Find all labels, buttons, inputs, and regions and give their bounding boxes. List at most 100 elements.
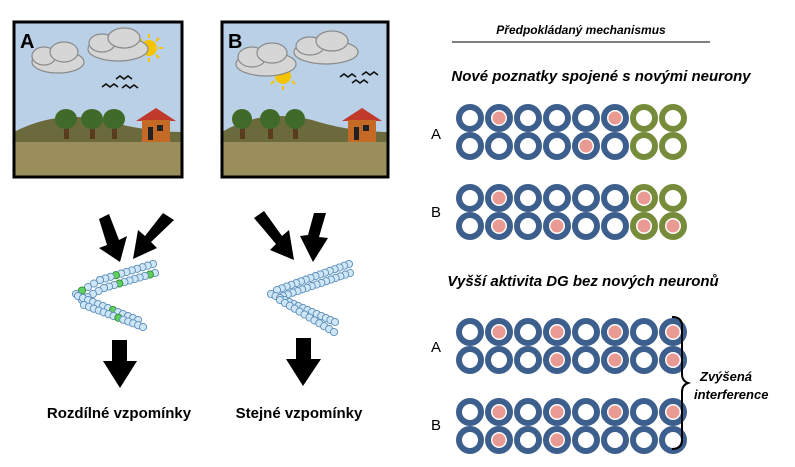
row-label-b2: B	[431, 417, 441, 434]
section-title-no-new-neurons: Vyšší aktivita DG bez nových neuronů	[447, 273, 718, 290]
row-label-a1: A	[431, 126, 441, 143]
dentate-gyrus-chain-left	[71, 259, 160, 332]
active-neuron-marker	[492, 111, 506, 125]
neuron	[543, 132, 571, 160]
active-neuron-marker	[666, 353, 680, 367]
new-neuron	[659, 184, 687, 212]
arrow-down-icon	[133, 213, 174, 259]
section-title-new-neurons: Nové poznatky spojené s novými neurony	[451, 68, 751, 85]
neuron	[514, 426, 542, 454]
cloud-icon	[293, 30, 359, 65]
neuron	[456, 132, 484, 160]
cloud-icon	[87, 27, 149, 62]
active-neuron-marker	[608, 405, 622, 419]
neuron	[601, 426, 629, 454]
neuron	[572, 346, 600, 374]
arrow-down-icon	[254, 211, 294, 260]
neuron	[543, 184, 571, 212]
neuron	[572, 184, 600, 212]
row-label-b1: B	[431, 204, 441, 221]
active-neuron-marker	[637, 191, 651, 205]
neuron	[456, 104, 484, 132]
bracket-label-line2: interference	[694, 387, 768, 402]
cloud-icon	[235, 42, 297, 77]
neuron	[572, 212, 600, 240]
neuron	[456, 318, 484, 346]
neuron	[659, 426, 687, 454]
active-neuron-marker	[550, 405, 564, 419]
new-neuron	[630, 132, 658, 160]
bracket-label-line1: Zvýšená	[699, 369, 752, 384]
interference-bracket	[671, 316, 692, 450]
neuron	[456, 426, 484, 454]
neuron	[572, 318, 600, 346]
neuron	[630, 426, 658, 454]
active-neuron-marker	[666, 405, 680, 419]
arrow-down-icon	[300, 213, 328, 262]
active-neuron-marker	[550, 325, 564, 339]
granule-cell	[330, 317, 340, 327]
neuron	[514, 184, 542, 212]
neuron-grid-new-b	[456, 184, 687, 240]
neuron	[514, 104, 542, 132]
new-neuron	[659, 132, 687, 160]
house-icon	[136, 108, 176, 142]
new-neuron	[630, 104, 658, 132]
neuron-grid-nonew-a	[456, 318, 687, 374]
neuron	[514, 318, 542, 346]
neuron	[601, 184, 629, 212]
neuron	[514, 398, 542, 426]
neuron	[456, 184, 484, 212]
neuron	[630, 398, 658, 426]
neuron	[456, 398, 484, 426]
outcome-same-memories: Stejné vzpomínky	[236, 405, 363, 422]
neuron	[514, 132, 542, 160]
neuron-grid-nonew-b	[456, 398, 687, 454]
neuron	[572, 104, 600, 132]
neuron	[485, 346, 513, 374]
tree-icon	[285, 109, 305, 139]
active-neuron-marker	[579, 139, 593, 153]
tree-icon	[260, 109, 280, 139]
active-neuron-marker	[608, 111, 622, 125]
neuron	[601, 132, 629, 160]
neuron	[456, 212, 484, 240]
scene-a: A	[12, 20, 184, 179]
granule-cell	[89, 279, 99, 288]
arrow-down-icon	[99, 214, 127, 262]
active-neuron-marker	[608, 353, 622, 367]
active-neuron-marker	[637, 219, 651, 233]
scene-a-label: A	[20, 31, 34, 53]
scene-b: B	[220, 20, 390, 179]
active-neuron-marker	[550, 433, 564, 447]
active-neuron-marker	[666, 219, 680, 233]
active-neuron-marker	[492, 191, 506, 205]
neuron	[514, 346, 542, 374]
granule-cell	[95, 275, 105, 285]
neuron	[572, 426, 600, 454]
tree-icon	[55, 109, 77, 139]
neuron	[630, 318, 658, 346]
granule-cell	[83, 282, 93, 292]
tree-icon	[232, 109, 252, 139]
mechanism-header: Předpokládaný mechanismus	[496, 23, 666, 37]
row-label-a2: A	[431, 339, 441, 356]
neuron	[601, 212, 629, 240]
arrow-down-icon	[286, 338, 321, 386]
scene-b-label: B	[228, 31, 242, 53]
tree-icon	[81, 109, 103, 139]
birds-icon	[101, 75, 139, 89]
active-neuron-marker	[550, 353, 564, 367]
active-neuron-marker	[608, 325, 622, 339]
tree-icon	[103, 109, 125, 139]
neuron	[514, 212, 542, 240]
active-neuron-marker	[492, 433, 506, 447]
neuron	[485, 132, 513, 160]
neuron-grid-new-a	[456, 104, 687, 160]
active-neuron-marker	[492, 325, 506, 339]
active-neuron-marker	[492, 405, 506, 419]
neuron	[456, 346, 484, 374]
granule-cell	[138, 322, 148, 332]
